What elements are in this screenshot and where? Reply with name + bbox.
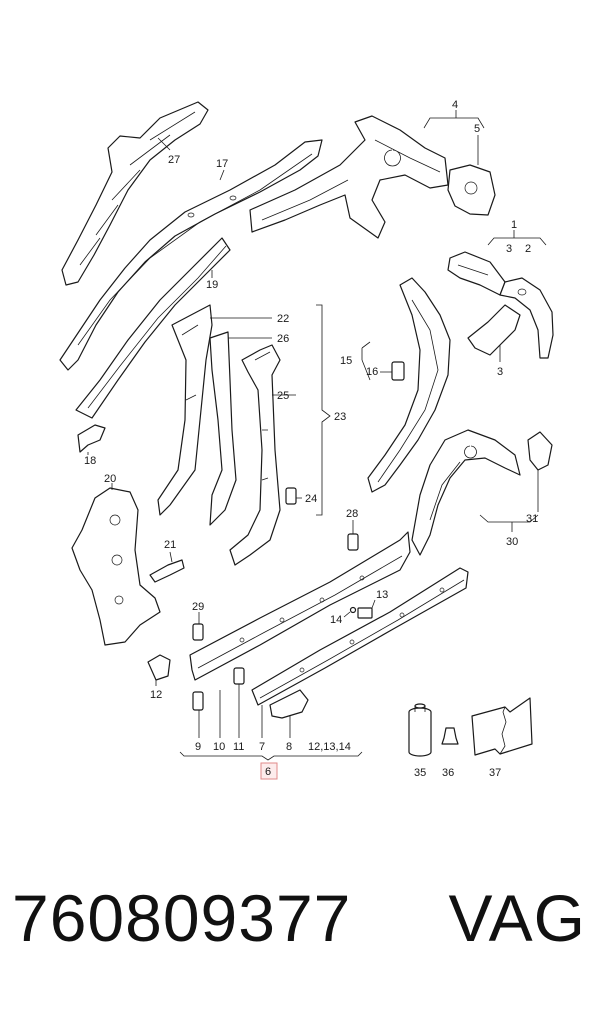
callout-22: 22 — [277, 313, 289, 325]
part-9-clip — [192, 691, 204, 711]
callout-3b: 3 — [497, 366, 503, 378]
part-20-hinge-pillar — [71, 487, 161, 646]
callout-11: 11 — [233, 741, 244, 753]
callout-36: 36 — [442, 767, 454, 779]
callout-7: 7 — [259, 741, 265, 753]
part-28-clip — [347, 533, 359, 551]
leader-13 — [371, 599, 376, 609]
footer: 760809377 VAG — [0, 880, 600, 990]
part-sill-inner — [189, 531, 411, 681]
part-31-bracket — [527, 431, 553, 471]
callout-12: 12 — [150, 689, 162, 701]
callout-1: 1 — [511, 219, 517, 231]
callout-12-13-14: 12,13,14 — [308, 741, 351, 753]
part-29-clip — [192, 623, 204, 641]
leader-4 — [423, 117, 485, 129]
callout-31: 31 — [526, 513, 538, 525]
callout-9: 9 — [195, 741, 201, 753]
part-36-plug — [441, 727, 459, 745]
callout-30: 30 — [506, 536, 518, 548]
callout-26: 26 — [277, 333, 289, 345]
callout-16: 16 — [366, 366, 378, 378]
callout-20: 20 — [104, 473, 116, 485]
part-5-bracket — [447, 164, 496, 216]
part-24-clip — [285, 487, 297, 505]
part-30-wheel-housing — [411, 429, 521, 556]
part-8-reinforcement — [269, 689, 309, 719]
part-3-inner-arch-lower — [467, 304, 521, 356]
callout-19: 19 — [206, 279, 218, 291]
part-37-pad — [471, 697, 533, 756]
callout-13: 13 — [376, 589, 388, 601]
part-14-nut — [349, 606, 357, 614]
part-21-bracket — [149, 559, 185, 583]
leader-6 — [179, 751, 363, 761]
leaders-b-pillar — [210, 317, 302, 499]
callout-10: 10 — [213, 741, 225, 753]
callout-3a: 3 — [506, 243, 512, 255]
callout-23: 23 — [334, 411, 346, 423]
callout-24: 24 — [305, 493, 317, 505]
part-3-inner-arch-upper — [447, 251, 506, 296]
leader-1 — [487, 237, 547, 246]
part-12-bracket — [147, 654, 171, 681]
leader-21 — [169, 551, 173, 563]
part-17-roof-rail — [59, 139, 323, 371]
part-22-b-pillar-outer — [157, 304, 213, 516]
leader-15-16 — [361, 341, 392, 381]
parts-diagram: 27 17 19 4 5 1 3 2 3 — [59, 99, 554, 780]
leader-14 — [343, 611, 351, 618]
callout-17: 17 — [216, 158, 228, 170]
part-c-pillar-upper — [249, 115, 449, 239]
leader-23 — [316, 304, 331, 516]
callout-15: 15 — [340, 355, 352, 367]
part-15-c-pillar-inner — [367, 277, 451, 493]
part-16-clip — [391, 361, 405, 381]
callout-25: 25 — [277, 390, 289, 402]
leaders-bottom — [198, 684, 291, 738]
part-26-b-pillar-inner — [209, 331, 237, 526]
leader-27 — [157, 137, 171, 151]
part-11-clip — [233, 667, 245, 685]
callout-28: 28 — [346, 508, 358, 520]
part-2-outer-arch — [499, 277, 554, 359]
callout-18: 18 — [84, 455, 96, 467]
part-35-cylinder — [408, 703, 432, 757]
part-19-inner-rail — [75, 237, 231, 419]
leader-30 — [479, 514, 539, 532]
part-7-sill-outer — [251, 567, 469, 706]
callout-2: 2 — [525, 243, 531, 255]
leader-17 — [219, 169, 225, 181]
callout-27: 27 — [168, 154, 180, 166]
callout-21: 21 — [164, 539, 176, 551]
callout-29: 29 — [192, 601, 204, 613]
callout-37: 37 — [489, 767, 501, 779]
callout-8: 8 — [286, 741, 292, 753]
part-27-a-pillar-rail — [61, 101, 209, 286]
callout-35: 35 — [414, 767, 426, 779]
callout-6: 6 — [265, 766, 271, 778]
part-number: 760809377 — [12, 881, 352, 955]
callout-5: 5 — [474, 123, 480, 135]
callout-6-highlight — [260, 762, 278, 780]
callout-4: 4 — [452, 99, 458, 111]
brand-name: VAG — [448, 881, 586, 955]
part-18-bracket — [77, 424, 106, 453]
part-13-plate — [357, 607, 373, 619]
callout-14: 14 — [330, 614, 342, 626]
part-25-b-pillar-reinforcement — [229, 344, 281, 566]
